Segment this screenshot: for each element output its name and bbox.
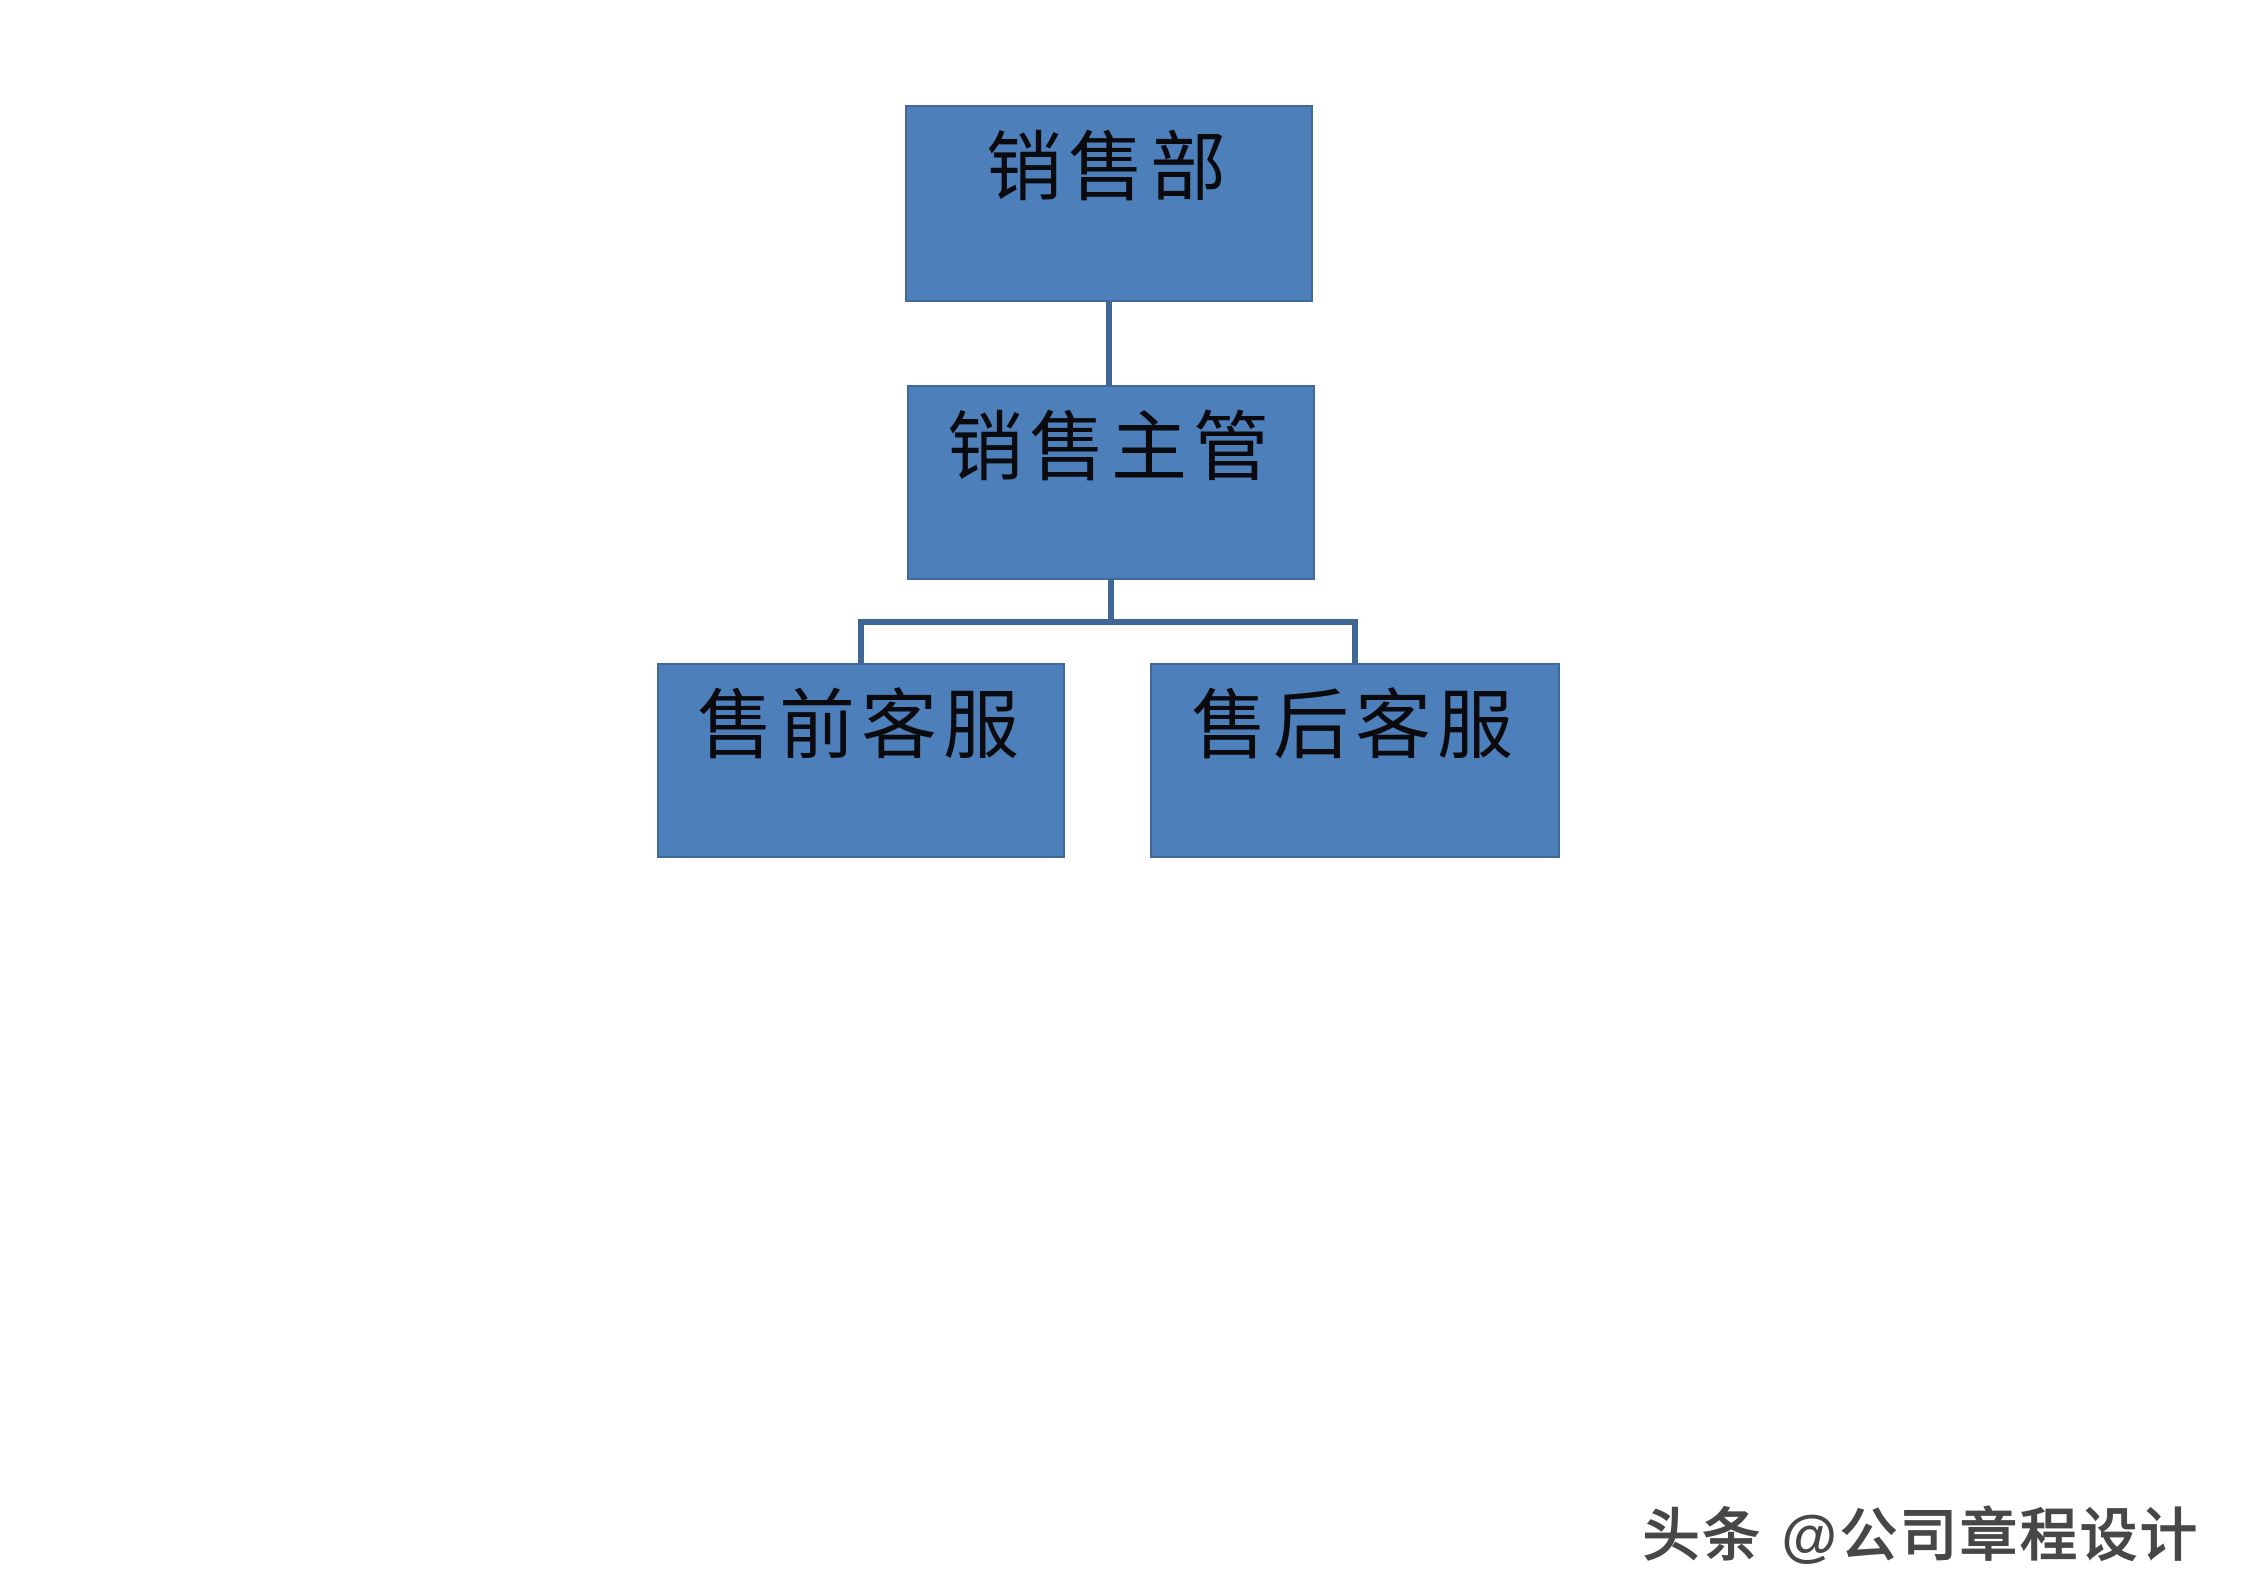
org-node-label-sales-department: 销售部 bbox=[986, 127, 1232, 211]
org-node-presales-service: 售前客服 bbox=[657, 663, 1065, 858]
org-node-sales-department: 销售部 bbox=[905, 105, 1313, 302]
connector-horizontal-bar bbox=[858, 619, 1358, 625]
org-node-label-sales-supervisor: 销售主管 bbox=[947, 407, 1275, 491]
toutiao-watermark: 头条 @公司章程设计 bbox=[1642, 1504, 2200, 1568]
connector-manager-stub bbox=[1108, 580, 1114, 625]
connector-drop-right-child bbox=[1352, 619, 1358, 663]
org-node-label-presales-service: 售前客服 bbox=[697, 685, 1025, 769]
connector-drop-left-child bbox=[858, 619, 864, 663]
org-node-aftersales-service: 售后客服 bbox=[1150, 663, 1560, 858]
org-node-label-aftersales-service: 售后客服 bbox=[1191, 685, 1519, 769]
org-node-sales-supervisor: 销售主管 bbox=[907, 385, 1315, 580]
connector-root-to-manager bbox=[1106, 302, 1112, 385]
